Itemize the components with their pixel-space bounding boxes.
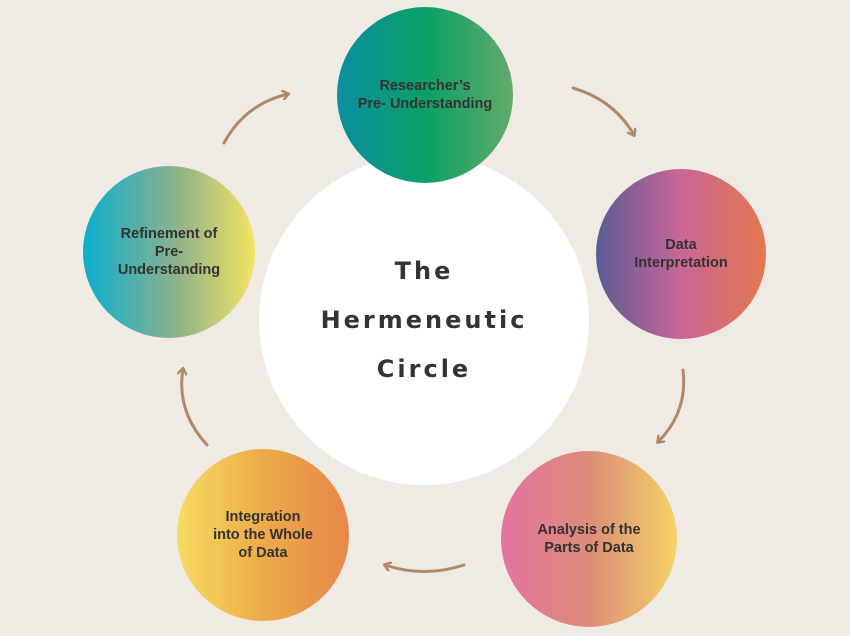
node-refinement-of-pre-understanding: Refinement of Pre- Understanding <box>83 166 255 338</box>
node-analysis-of-parts: Analysis of the Parts of Data <box>501 451 677 627</box>
node-researchers-pre-understanding: Researcher’s Pre- Understanding <box>337 7 513 183</box>
arrow-4-to-5 <box>182 369 209 447</box>
arrow-2-to-3 <box>658 368 686 442</box>
center-circle: The Hermeneutic Circle <box>259 155 589 485</box>
node-label: Data Interpretation <box>634 237 728 271</box>
center-title-line-2: Hermeneutic <box>320 305 528 334</box>
node-label: Researcher’s Pre- Understanding <box>357 78 493 112</box>
node-label: Integration into the Whole of Data <box>213 509 313 561</box>
node-label: Analysis of the Parts of Data <box>537 522 641 556</box>
arrow-5-to-1 <box>222 94 288 145</box>
node-data-interpretation: Data Interpretation <box>596 169 766 339</box>
arrow-3-to-4 <box>385 565 466 573</box>
center-title-line-1: The <box>394 256 454 285</box>
arrow-1-to-2 <box>571 86 634 135</box>
node-integration-into-whole: Integration into the Whole of Data <box>177 449 349 621</box>
node-label: Refinement of Pre- Understanding <box>117 226 221 278</box>
center-title-line-3: Circle <box>376 354 472 383</box>
